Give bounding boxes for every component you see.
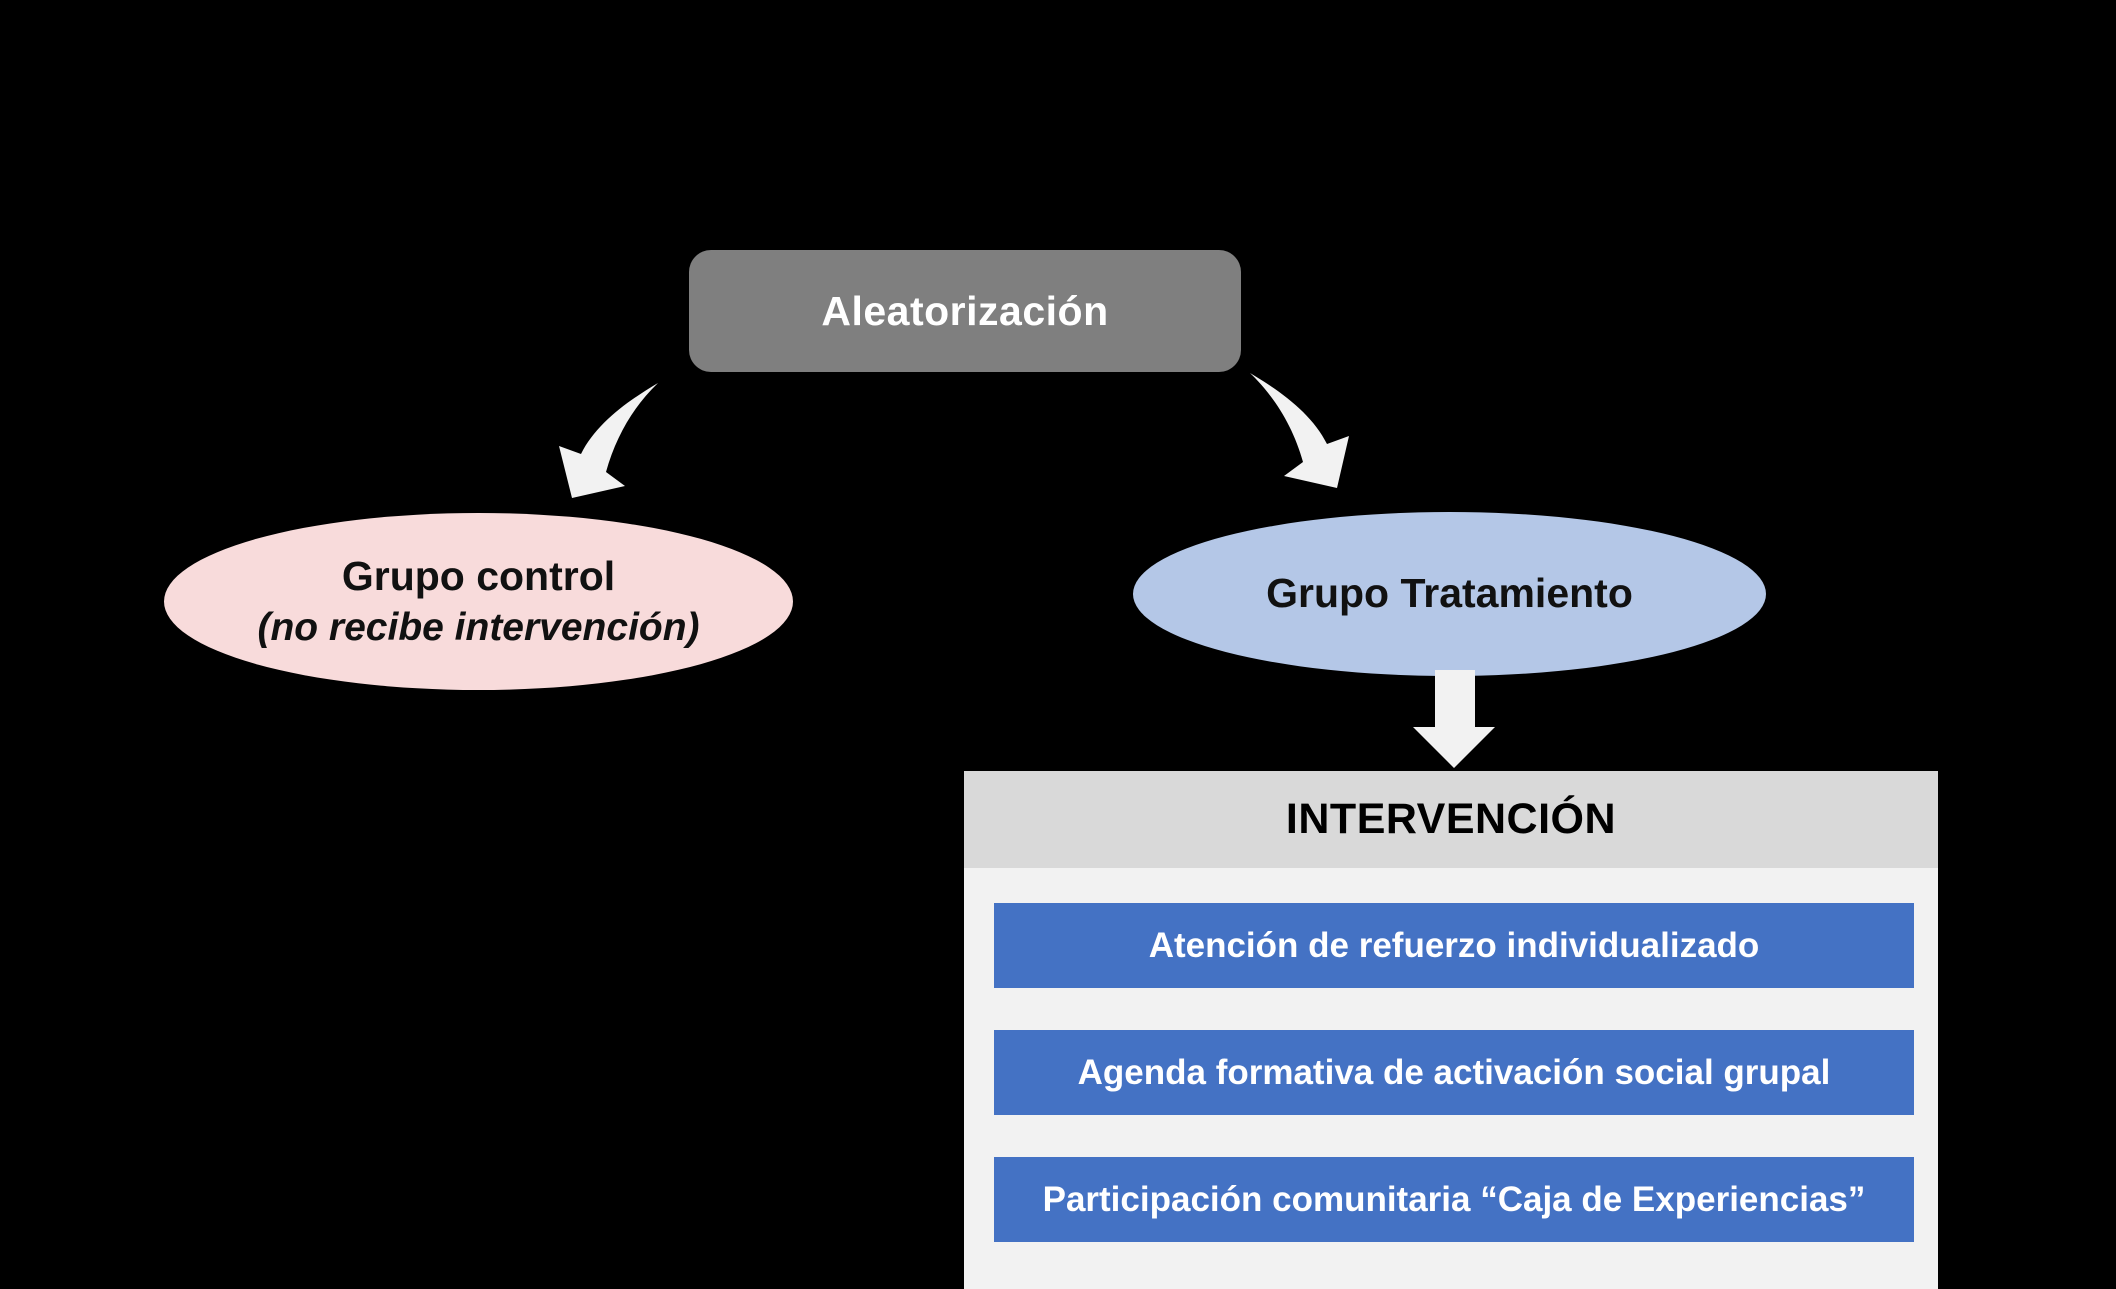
treatment-group-ellipse: Grupo Tratamiento bbox=[1133, 512, 1766, 676]
intervention-item-label: Agenda formativa de activación social gr… bbox=[1077, 1052, 1831, 1092]
curved-arrow-right-shape bbox=[1250, 373, 1349, 488]
curved-arrow-right-icon bbox=[1250, 373, 1349, 488]
intervention-item: Atención de refuerzo individualizado bbox=[994, 903, 1914, 988]
treatment-group-title: Grupo Tratamiento bbox=[1266, 570, 1633, 617]
intervention-item-label: Participación comunitaria “Caja de Exper… bbox=[1042, 1179, 1866, 1219]
curved-arrow-left-shape bbox=[559, 383, 658, 498]
intervention-container: INTERVENCIÓN Atención de refuerzo indivi… bbox=[964, 771, 1938, 1289]
control-group-ellipse: Grupo control (no recibe intervención) bbox=[164, 513, 793, 690]
control-group-subtitle: (no recibe intervención) bbox=[257, 605, 700, 649]
control-group-title: Grupo control bbox=[341, 553, 616, 600]
down-arrow-shape bbox=[1413, 670, 1495, 768]
randomization-label: Aleatorización bbox=[821, 287, 1109, 334]
intervention-header: INTERVENCIÓN bbox=[964, 771, 1938, 868]
intervention-item-label: Atención de refuerzo individualizado bbox=[1148, 925, 1760, 965]
down-arrow-icon bbox=[1413, 670, 1495, 768]
intervention-item: Participación comunitaria “Caja de Exper… bbox=[994, 1157, 1914, 1242]
intervention-title: INTERVENCIÓN bbox=[1285, 795, 1617, 843]
curved-arrow-left-icon bbox=[559, 383, 658, 498]
intervention-panel: Atención de refuerzo individualizado Age… bbox=[964, 868, 1938, 1289]
randomization-box: Aleatorización bbox=[689, 250, 1241, 372]
intervention-item: Agenda formativa de activación social gr… bbox=[994, 1030, 1914, 1115]
